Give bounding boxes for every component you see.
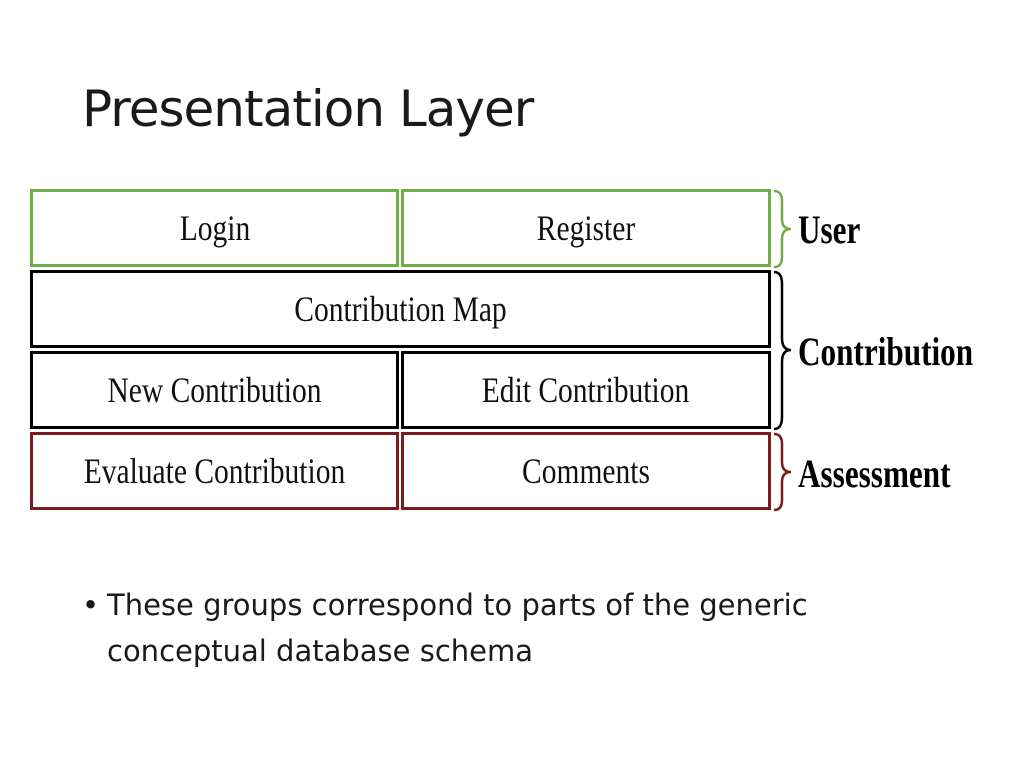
assessment-brace-icon (773, 432, 792, 512)
group-label-assessment: Assessment (798, 451, 951, 496)
evaluate-contribution-label: Evaluate Contribution (83, 451, 346, 491)
login-box: Login (30, 189, 399, 267)
comments-label: Comments (522, 451, 650, 491)
contribution-brace-icon (773, 270, 792, 431)
evaluate-contribution-box: Evaluate Contribution (30, 432, 399, 510)
edit-contribution-label: Edit Contribution (482, 370, 690, 410)
group-label-contribution: Contribution (798, 329, 974, 374)
new-contribution-label: New Contribution (107, 370, 322, 410)
edit-contribution-box: Edit Contribution (401, 351, 771, 429)
bullet-dot-icon: • (82, 588, 100, 622)
contribution-map-box: Contribution Map (30, 270, 771, 348)
group-label-user: User (798, 207, 861, 252)
register-label: Register (536, 208, 636, 248)
comments-box: Comments (401, 432, 771, 510)
contribution-map-label: Contribution Map (294, 289, 507, 329)
login-label: Login (179, 208, 250, 248)
new-contribution-box: New Contribution (30, 351, 399, 429)
slide-title: Presentation Layer (82, 80, 534, 138)
register-box: Register (401, 189, 771, 267)
user-brace-icon (773, 189, 792, 269)
bullet-text: These groups correspond to parts of the … (107, 588, 808, 668)
